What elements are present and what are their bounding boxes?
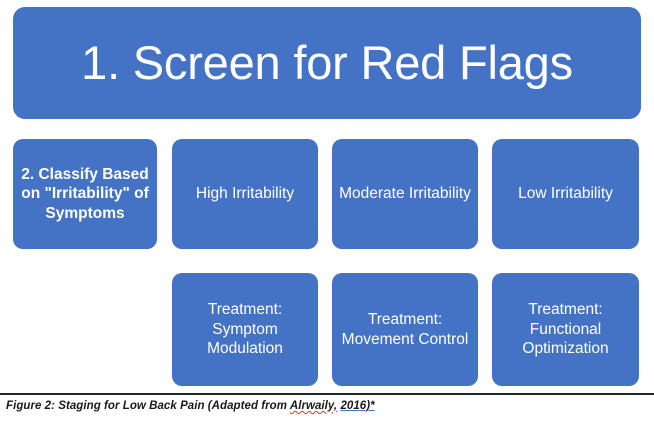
step-1-banner[interactable]: 1. Screen for Red Flags xyxy=(13,7,641,119)
step-1-banner-label: 1. Screen for Red Flags xyxy=(81,36,573,90)
treatment-symptom-modulation-box[interactable]: Treatment: Symptom Modulation xyxy=(172,273,318,386)
figure-caption: Figure 2: Staging for Low Back Pain (Ada… xyxy=(6,400,650,412)
caption-divider-rule xyxy=(0,393,654,395)
treatment-movement-control-label: Treatment: Movement Control xyxy=(341,311,469,348)
moderate-irritability-label: Moderate Irritability xyxy=(339,185,471,203)
caption-lead-text: Figure 2: Staging for Low Back Pain (Ada… xyxy=(6,400,290,412)
caption-author-misspelled: Alrwaily, xyxy=(289,400,338,412)
step-2-classify-box[interactable]: 2. Classify Based on "Irritability" of S… xyxy=(13,139,157,249)
treatment-functional-optimization-box[interactable]: Treatment: Functional Optimization xyxy=(492,273,639,386)
moderate-irritability-box[interactable]: Moderate Irritability xyxy=(332,139,478,249)
caption-year-link[interactable]: 2016)* xyxy=(340,400,375,412)
treatment-movement-control-box[interactable]: Treatment: Movement Control xyxy=(332,273,478,386)
high-irritability-label: High Irritability xyxy=(195,185,295,203)
low-irritability-box[interactable]: Low Irritability xyxy=(492,139,639,249)
treatment-symptom-modulation-label: Treatment: Symptom Modulation xyxy=(207,301,283,358)
treatment-functional-optimization-label: Treatment: Functional Optimization xyxy=(522,301,609,358)
high-irritability-box[interactable]: High Irritability xyxy=(172,139,318,249)
low-irritability-label: Low Irritability xyxy=(518,185,613,203)
step-2-classify-label: 2. Classify Based on "Irritability" of S… xyxy=(21,165,149,222)
